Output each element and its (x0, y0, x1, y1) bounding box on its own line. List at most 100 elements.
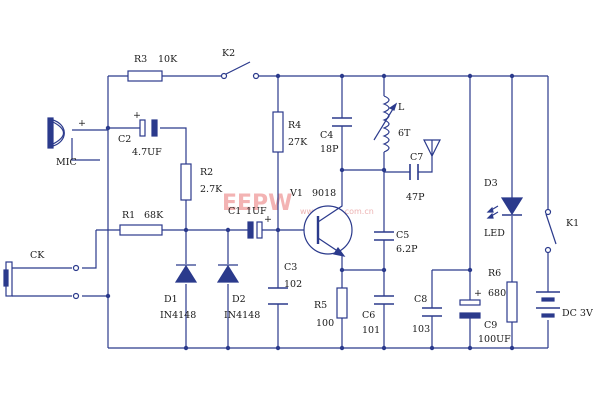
r5-value: 100 (316, 318, 334, 329)
antenna-icon (423, 139, 441, 158)
capacitor-c1: + C1 1UF (228, 206, 272, 239)
resistor-r4: R4 27K (272, 111, 308, 153)
c3-label: C3 (284, 262, 297, 273)
capacitor-c6: C6 101 (362, 295, 394, 336)
c9-label: C9 (484, 320, 497, 331)
c6-value: 101 (362, 325, 380, 336)
c1-label: C1 (228, 206, 241, 217)
c8-value: 103 (412, 324, 430, 335)
capacitor-c2: + C2 4.7UF (118, 110, 162, 158)
led-label: LED (484, 228, 505, 239)
microphone: + MIC (47, 117, 86, 168)
junction-dot (275, 345, 281, 351)
diode-d1: D1 IN4148 (160, 264, 198, 321)
wires (71, 75, 549, 349)
c7-label: C7 (410, 152, 423, 163)
switch-k2: K2 (220, 48, 260, 80)
ck-label: CK (30, 250, 45, 261)
capacitor-c7: C7 47P (406, 152, 425, 203)
junction-dot (275, 227, 281, 233)
junction-dot (183, 227, 189, 233)
junction-dot (467, 267, 473, 273)
c5-value: 6.2P (396, 244, 418, 255)
junction-dot (429, 345, 435, 351)
capacitor-c3: C3 102 (268, 262, 302, 305)
junction-dot (381, 267, 387, 273)
junction-dot (381, 345, 387, 351)
r5-label: R5 (314, 300, 327, 311)
d3-label: D3 (484, 178, 498, 189)
l-label: L (398, 102, 405, 113)
c7-value: 47P (406, 192, 425, 203)
junction-dot (467, 345, 473, 351)
led-d3: D3 LED (484, 178, 524, 239)
c1-plus: + (264, 214, 272, 225)
c6-label: C6 (362, 310, 375, 321)
c2-plus: + (133, 110, 141, 121)
d2-value: IN4148 (224, 310, 260, 321)
r4-value: 27K (288, 137, 308, 148)
junction-dot (225, 227, 231, 233)
resistor-r2: R2 2.7K (180, 163, 223, 201)
junction-dot (339, 73, 345, 79)
v1-value: 9018 (312, 188, 336, 199)
r1-label: R1 (122, 210, 135, 221)
c1-value: 1UF (246, 206, 267, 217)
v1-label: V1 (289, 188, 303, 199)
r3-label: R3 (134, 54, 147, 65)
resistor-r1: R1 68K (119, 210, 164, 236)
resistor-r3: R3 10K (127, 54, 178, 82)
jack-ck: CK (3, 250, 80, 300)
junction-dot (225, 345, 231, 351)
d1-value: IN4148 (160, 310, 196, 321)
mic-label: MIC (56, 157, 77, 168)
l-value: 6T (398, 128, 411, 139)
r6-label: R6 (488, 268, 501, 279)
resistor-r5: R5 100 (314, 287, 348, 329)
c5-label: C5 (396, 230, 409, 241)
resistor-r6: R6 680 (488, 268, 518, 323)
c2-label: C2 (118, 134, 131, 145)
capacitor-c4: C4 18P (320, 117, 352, 155)
c4-label: C4 (320, 130, 333, 141)
r6-value: 680 (488, 288, 506, 299)
capacitor-c9: + C9 100UF (459, 288, 511, 345)
r3-value: 10K (158, 54, 178, 65)
mic-plus: + (78, 118, 86, 129)
r2-value: 2.7K (200, 184, 223, 195)
k1-label: K1 (566, 218, 579, 229)
dc-label: DC 3V (562, 308, 593, 319)
c3-value: 102 (284, 279, 302, 290)
capacitor-c5: C5 6.2P (374, 230, 418, 255)
junction-dot (275, 73, 281, 79)
c4-value: 18P (320, 144, 339, 155)
junction-dot (509, 345, 515, 351)
transistor-v1: V1 9018 (289, 186, 353, 258)
battery: DC 3V (536, 291, 593, 319)
junction-dot (381, 167, 387, 173)
r2-label: R2 (200, 167, 213, 178)
watermark-logo: EEPW (222, 191, 292, 216)
junction-dot (509, 73, 515, 79)
diode-d2: D2 IN4148 (216, 264, 260, 321)
k2-label: K2 (222, 48, 235, 59)
r4-label: R4 (288, 120, 301, 131)
r1-value: 68K (144, 210, 164, 221)
junction-dot (339, 167, 345, 173)
junction-dot (105, 293, 111, 299)
junctions (105, 73, 515, 351)
capacitor-c8: C8 103 (412, 294, 442, 335)
c8-label: C8 (414, 294, 427, 305)
junction-dot (183, 345, 189, 351)
inductor-l: L 6T (373, 95, 411, 153)
c2-value: 4.7UF (132, 147, 162, 158)
d2-label: D2 (232, 294, 246, 305)
junction-dot (467, 73, 473, 79)
switch-k1: K1 (544, 208, 579, 254)
d1-label: D1 (164, 294, 178, 305)
junction-dot (105, 125, 111, 131)
junction-dot (339, 345, 345, 351)
junction-dot (381, 73, 387, 79)
